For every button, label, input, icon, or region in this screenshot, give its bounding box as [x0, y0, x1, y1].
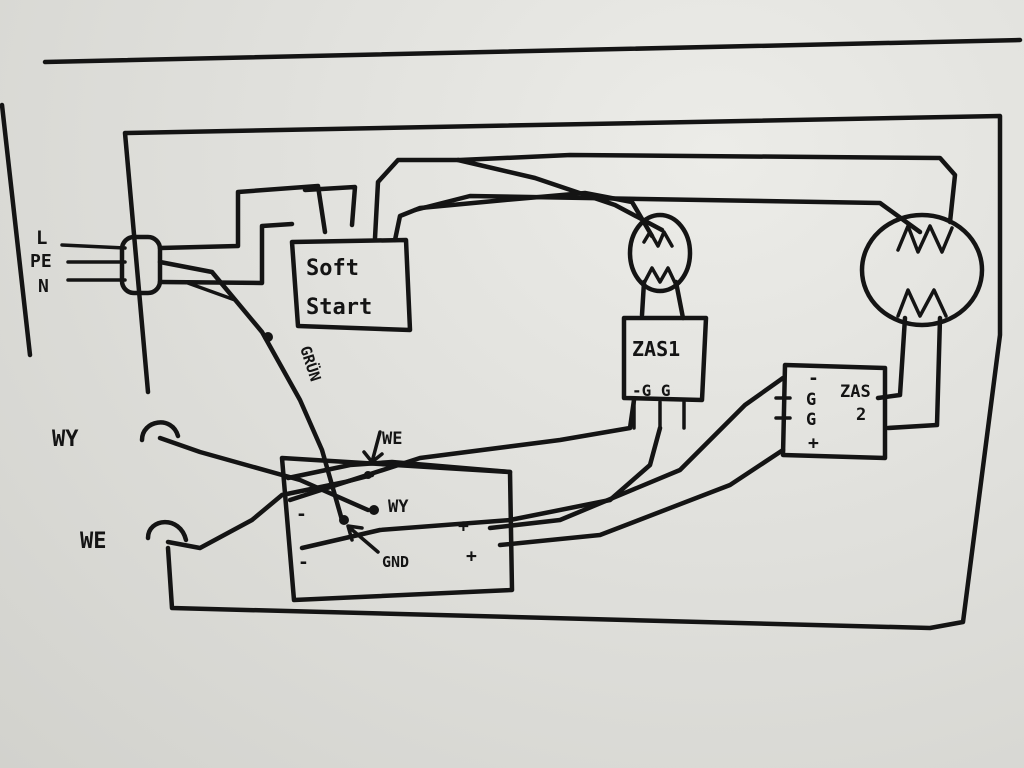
- cable-gland: [119, 234, 163, 296]
- motor1-winding-bottom: [641, 266, 678, 287]
- zas2-plus-return-wire: [497, 447, 786, 548]
- motor1-leads: [639, 279, 686, 321]
- zas2-g2: G: [806, 410, 816, 430]
- motor2-winding-bottom: [896, 288, 948, 318]
- zas1-title: ZAS1: [632, 337, 680, 361]
- socket-we-label: WE: [80, 529, 107, 554]
- wy-terminal-dot: [369, 505, 379, 515]
- zas2-minus: -: [808, 368, 819, 389]
- enclosure-outline: [122, 113, 1003, 631]
- motor2-lead-left: [875, 315, 908, 401]
- board-top-edge: [42, 37, 1023, 65]
- socket-wy-label: WY: [52, 427, 79, 452]
- panel-top-wire: [285, 459, 513, 481]
- panel-gnd-label: GND: [382, 553, 409, 571]
- zas2-box: [780, 362, 888, 461]
- mains-n-label: N: [38, 276, 49, 297]
- motor2-winding-top: [896, 224, 954, 254]
- panel-plus-1: +: [458, 516, 469, 537]
- wy-wire: [157, 435, 371, 513]
- gnd-indicator-arrow: [346, 524, 380, 554]
- we-wire: [165, 472, 375, 551]
- zas2-plus: +: [808, 433, 819, 454]
- softstart-to-motor2-wire: [372, 152, 958, 241]
- gnd-terminal-dot: [339, 515, 349, 525]
- supply-to-softstart-wire: [302, 184, 358, 228]
- wy-socket: [139, 420, 181, 443]
- board-left-edge: [0, 102, 33, 358]
- mains-l-wire: [60, 243, 127, 250]
- panel-wy-label: WY: [388, 497, 409, 517]
- zas2-title-bottom: 2: [856, 405, 866, 425]
- n-tail-wire: [183, 280, 237, 302]
- panel-plus-2: +: [466, 546, 477, 567]
- n-to-softstart-wire: [157, 221, 295, 286]
- soft-start-line1: Soft: [306, 256, 359, 281]
- mains-l-label: L: [36, 227, 47, 249]
- mains-pe-label: PE: [30, 251, 52, 272]
- zas1-pins: -G G: [632, 381, 671, 400]
- we-terminal-dot: [364, 471, 372, 479]
- l-to-softstart-wire: [157, 183, 328, 251]
- cable-label: GRÜN: [296, 343, 325, 383]
- pe-cable-marker: [263, 332, 273, 342]
- softstart-to-motor1-wire-b: [455, 157, 665, 233]
- panel-to-zas1-wire: [287, 397, 637, 503]
- we-indicator-arrow: [362, 430, 384, 464]
- motor1-winding-top: [642, 230, 674, 248]
- zas2-to-panel-plus-wire: [487, 375, 786, 531]
- motor2-lead-right: [885, 315, 943, 431]
- motor1-housing: [627, 212, 693, 294]
- soft-start-line2: Start: [306, 295, 372, 320]
- zas2-pin-ticks: [774, 396, 792, 420]
- motor2-housing: [859, 212, 985, 328]
- we-socket: [145, 520, 189, 543]
- zas1-box: [621, 315, 709, 403]
- panel-we-label: WE: [382, 429, 402, 449]
- zas1-pin-legs: [632, 398, 686, 430]
- panel-minus-1: -: [296, 504, 307, 525]
- panel-minus-2: -: [298, 552, 309, 573]
- zas1-to-panel-minus-wire: [299, 425, 663, 551]
- zas2-g1: G: [806, 390, 816, 410]
- softstart-to-motor1-wire: [392, 190, 655, 243]
- zas2-title-top: ZAS: [840, 382, 871, 402]
- soft-start-box: [289, 237, 413, 333]
